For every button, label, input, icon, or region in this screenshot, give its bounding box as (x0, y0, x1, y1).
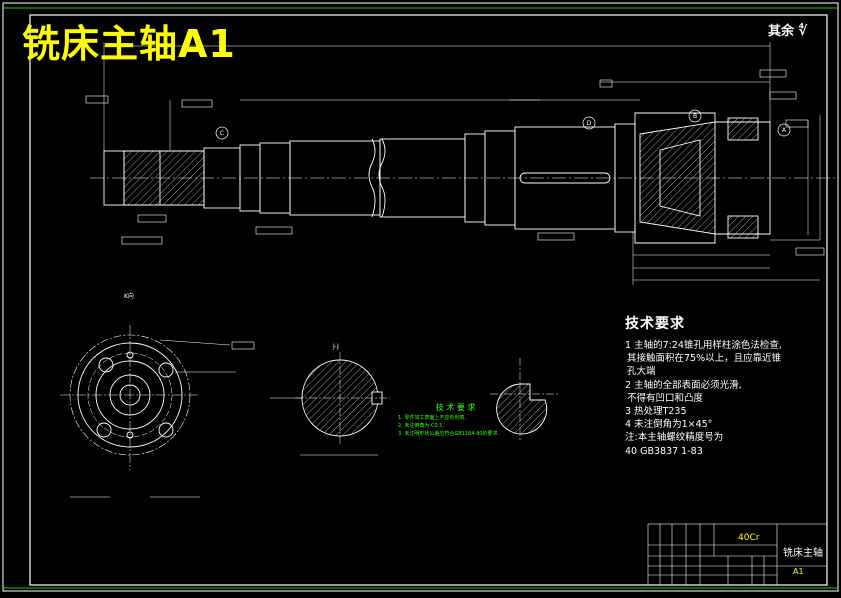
tech-line: 40 GB3837 1-83 (625, 445, 703, 457)
label-b: B (693, 113, 697, 120)
k-view-flange (60, 325, 255, 498)
green-note: 技 术 要 求 1. 零件加工表面上不应有划痕, 2. 未注倒角为 C0.5, … (398, 404, 499, 438)
title-block-material: 40Cr (738, 533, 760, 543)
label-c: C (220, 130, 224, 137)
green-note-heading: 技 术 要 求 (435, 403, 476, 412)
tech-line: 其接触面积在75%以上，且应靠近锥 (627, 353, 782, 365)
inner-border (29, 14, 828, 586)
label-a: A (782, 127, 787, 134)
drawing-title: 铣床主轴A1 (22, 22, 236, 66)
tech-heading: 技术要求 (625, 316, 685, 332)
title-block-sheet-size: A1 (793, 567, 804, 576)
tech-line: 孔大端 (627, 366, 656, 378)
section-markers (215, 109, 791, 140)
tech-line: 注:本主轴螺纹精度号为 (625, 432, 724, 444)
tech-line: 1 主轴的7:24锥孔用样柱涂色法检查, (625, 340, 782, 351)
shaft-main-view (90, 112, 835, 244)
tech-line: 4 未注倒角为1×45° (625, 419, 713, 431)
tech-requirements: 技术要求 1 主轴的7:24锥孔用样柱涂色法检查, 其接触面积在75%以上，且应… (625, 313, 820, 458)
dimension-lines (103, 42, 821, 285)
rest-roughness-note: 其余 ∜ (768, 24, 808, 39)
label-d: D (587, 120, 592, 127)
tech-line: 不得有凹口和凸度 (627, 392, 704, 404)
tolerance-frames (85, 69, 825, 256)
green-note-line: 1. 零件加工表面上不应有划痕, (398, 415, 466, 421)
small-section (490, 358, 560, 440)
green-note-line: 3. 未注明形状公差应符合GB1184-80的要求. (398, 431, 500, 437)
title-block (647, 523, 828, 586)
tech-line: 3 热处理T235 (625, 406, 687, 418)
tech-line: 2 主轴的全部表面必须光滑, (625, 379, 742, 391)
title-block-part-name: 铣床主轴 (783, 548, 823, 559)
green-note-line: 2. 未注倒角为 C0.5, (398, 423, 444, 429)
j-j-section (270, 352, 390, 456)
